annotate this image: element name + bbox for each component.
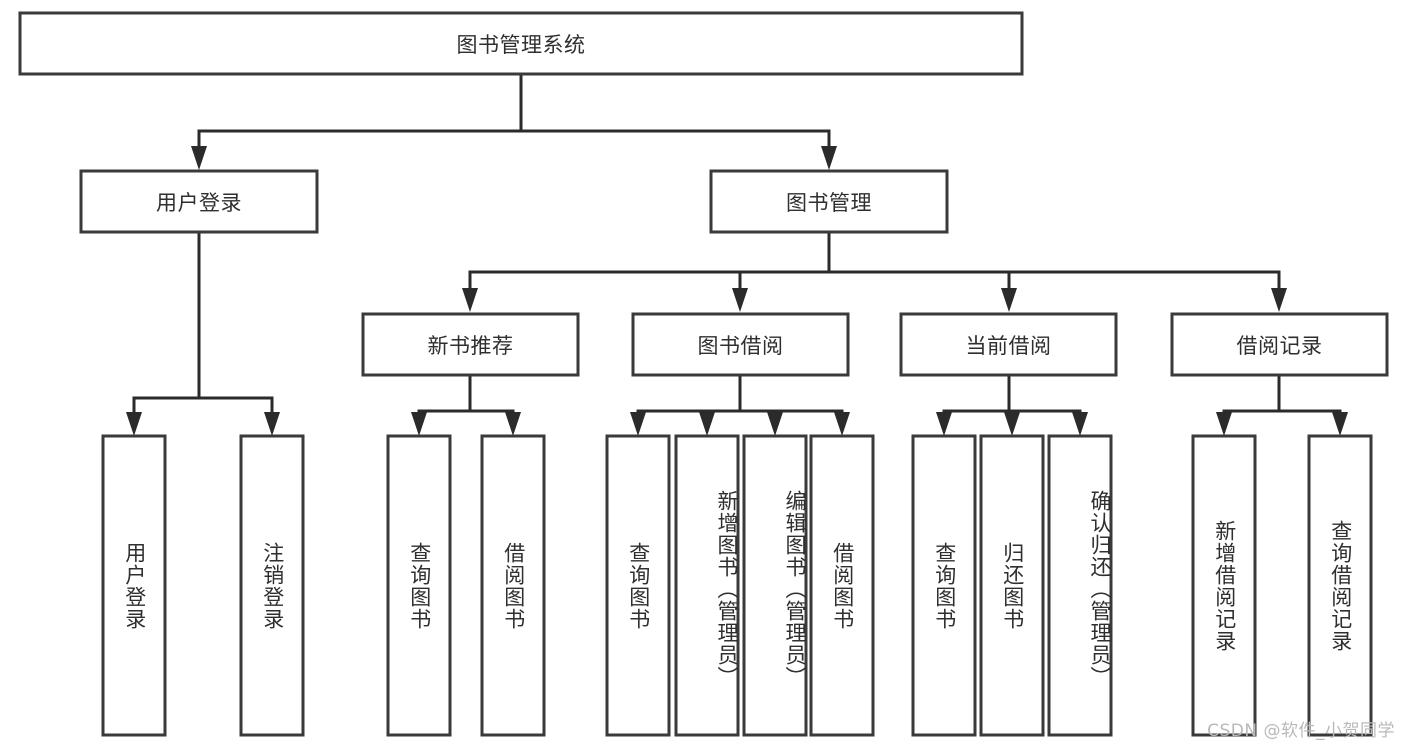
node-box-leaf-11[interactable] — [1191, 434, 1257, 737]
arrow-head-leaf-11 — [1216, 412, 1232, 436]
node-box-leaf-6[interactable] — [742, 434, 808, 737]
node-box-leaf-2[interactable] — [386, 434, 452, 737]
connector-newbook-to-leaf-2 — [417, 374, 472, 426]
connector-group-root — [191, 73, 837, 170]
node-box-leaf-1[interactable] — [239, 434, 305, 737]
node-box-root[interactable] — [18, 11, 1024, 76]
connector-root-to-book-manage — [519, 129, 831, 160]
arrow-head-leaf-7 — [834, 412, 850, 436]
arrow-head-leaf-12 — [1332, 412, 1348, 436]
node-box-leaf-9[interactable] — [979, 434, 1045, 737]
connector-group-book-manage — [462, 231, 1287, 312]
node-box-leaf-8[interactable] — [911, 434, 977, 737]
connector-root-to-user-login — [197, 73, 523, 160]
connector-borrowrecord-to-leaf-12 — [1277, 409, 1342, 426]
node-box-new-book-recommend[interactable] — [361, 312, 580, 377]
node-box-leaf-7[interactable] — [809, 434, 875, 737]
arrow-head-l3-3 — [1271, 288, 1287, 312]
connector-currentborrow-to-leaf-8 — [942, 374, 1011, 426]
node-box-book-manage[interactable] — [709, 169, 949, 234]
arrow-head-leaf-5 — [699, 412, 715, 436]
node-box-user-login[interactable] — [79, 169, 319, 234]
connector-group-borrow-record — [1216, 374, 1348, 436]
arrow-head-leaf-1 — [264, 412, 280, 436]
connector-bookmanage-to-l3-3 — [827, 270, 1281, 302]
arrow-head-user-login — [191, 146, 207, 170]
node-box-leaf-10[interactable] — [1047, 434, 1113, 737]
node-box-borrow-record[interactable] — [1170, 312, 1389, 377]
connector-bookmanage-to-l3-2 — [827, 270, 1011, 302]
node-box-leaf-4[interactable] — [605, 434, 671, 737]
arrow-head-l3-1 — [732, 288, 748, 312]
connector-userlogin-to-leaf-0 — [132, 231, 201, 426]
node-box-leaf-0[interactable] — [101, 434, 167, 737]
arrow-head-leaf-0 — [126, 412, 142, 436]
arrow-head-leaf-4 — [630, 412, 646, 436]
node-box-book-borrow[interactable] — [631, 312, 850, 377]
node-box-leaf-3[interactable] — [480, 434, 546, 737]
connector-bookborrow-to-leaf-7 — [738, 409, 844, 426]
arrow-head-l3-2 — [1001, 288, 1017, 312]
connector-bookborrow-to-leaf-4 — [636, 374, 742, 426]
node-box-leaf-12[interactable] — [1307, 434, 1373, 737]
watermark-text: CSDN @软件_小贺同学 — [1207, 721, 1395, 741]
connector-userlogin-to-leaf-1 — [197, 396, 274, 426]
connector-group-book-borrow — [630, 374, 850, 436]
connector-borrowrecord-to-leaf-11 — [1222, 374, 1281, 426]
connector-group-user-login — [126, 231, 280, 436]
connector-group-new-book-rec — [411, 374, 521, 436]
arrow-head-leaf-6 — [767, 412, 783, 436]
arrow-head-leaf-3 — [505, 412, 521, 436]
connector-bookmanage-to-l3-1 — [738, 270, 831, 302]
node-box-current-borrow[interactable] — [899, 312, 1118, 377]
arrow-head-leaf-8 — [936, 412, 952, 436]
connector-bookmanage-to-l3-0 — [468, 231, 831, 302]
arrow-head-leaf-9 — [1004, 412, 1020, 436]
node-box-leaf-5[interactable] — [674, 434, 740, 737]
arrow-head-book-manage — [821, 146, 837, 170]
arrow-head-leaf-10 — [1072, 412, 1088, 436]
arrow-head-l3-0 — [462, 288, 478, 312]
arrow-head-leaf-2 — [411, 412, 427, 436]
connector-group-current-borrow — [936, 374, 1088, 436]
